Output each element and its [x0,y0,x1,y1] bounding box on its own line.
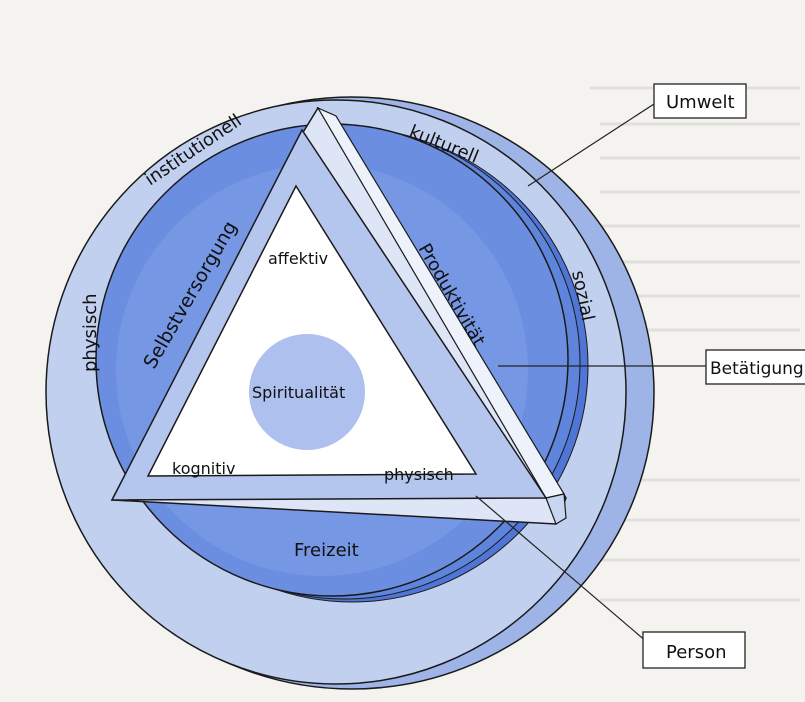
triangle-inner [146,184,478,477]
env-label-physisch: physisch [80,293,101,372]
callout-label-betaetigung: Betätigung [710,359,804,379]
person-label-kognitiv: kognitiv [172,459,235,478]
background-texture [590,86,800,602]
person-label-spiritualitaet: Spiritualität [252,383,345,402]
callout-lines [475,103,708,649]
betaetigung-callout-box [705,349,805,385]
triangle-depth-bottom [545,493,567,525]
spirituality-circle [249,334,365,450]
callout-label-umwelt: Umwelt [666,92,735,113]
person-label-affektiv: affektiv [268,249,328,268]
occupation-label-freizeit: Freizeit [294,540,359,561]
person-label-physisch: physisch [384,465,454,484]
umwelt-callout-box [653,83,747,119]
person-callout-box [642,631,746,669]
callout-label-person: Person [666,642,727,663]
